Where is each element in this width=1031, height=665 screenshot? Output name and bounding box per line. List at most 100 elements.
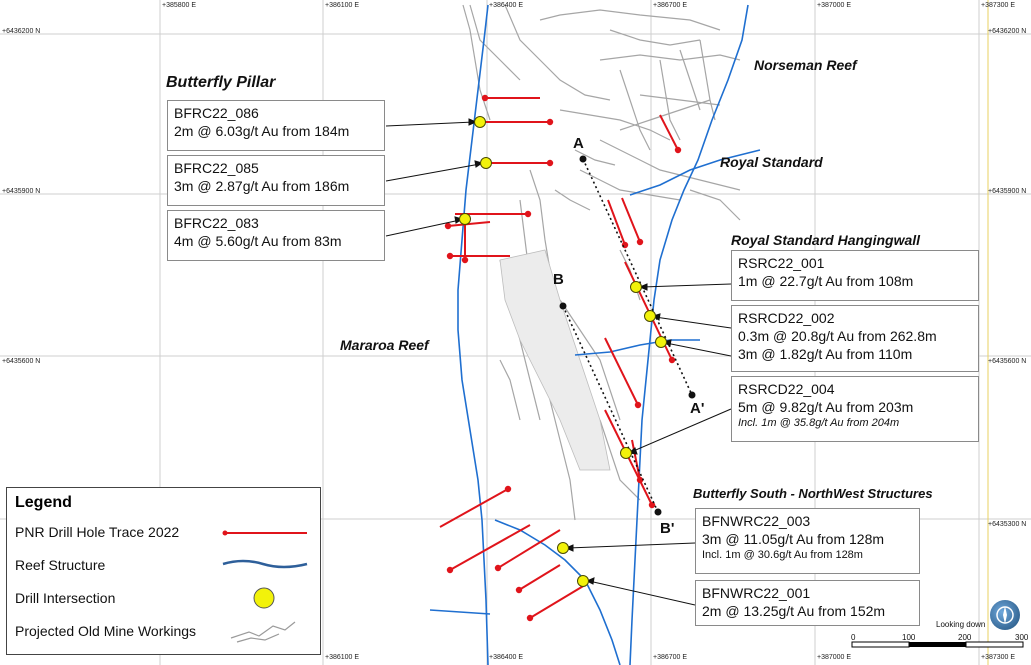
callout-rsrcd22-002: RSRCD22_002 0.3m @ 20.8g/t Au from 262.8… [731,305,979,372]
legend-workings-label: Projected Old Mine Workings [15,623,197,639]
region-label-royal-standard-hw: Royal Standard Hangingwall [731,232,921,248]
drill-trace [607,199,629,249]
drill-trace [446,524,531,574]
callout-bfnwrc22-003: BFNWRC22_003 3m @ 11.05g/t Au from 128m … [695,508,920,574]
northing-tick: +6436200 N [2,28,41,35]
callout-result: 2m @ 13.25g/t Au from 152m [702,603,886,619]
callout-result: 3m @ 2.87g/t Au from 186m [174,178,350,194]
callout-bfrc22-083: BFRC22_083 4m @ 5.60g/t Au from 83m [167,210,385,261]
drill-trace [485,159,554,167]
callout-result: 4m @ 5.60g/t Au from 83m [174,233,342,249]
callout-result: 0.3m @ 20.8g/t Au from 262.8m [738,328,937,344]
drill-trace [515,564,561,594]
legend-drill-trace-swatch [222,530,307,536]
scale-tick: 200 [958,633,972,642]
drill-trace [444,221,491,230]
region-label-butterfly-pillar: Butterfly Pillar [166,74,276,91]
drill-intersections [459,116,667,587]
scale-bar: Looking down 0 100 200 300 [840,605,1030,655]
drill-trace [659,114,682,154]
drill-trace [439,485,512,528]
legend-intersection-swatch [253,587,275,609]
drill-trace [631,439,644,484]
easting-tick: +385800 E [162,2,197,9]
callout-hole-id: BFRC22_085 [174,160,259,176]
legend-drill-trace-label: PNR Drill Hole Trace 2022 [15,524,180,540]
intersection-bfrc22-083 [459,213,471,225]
drill-trace [494,529,561,572]
northing-tick-right: +6436200 N [988,28,1027,35]
northing-tick: +6435600 N [2,358,41,365]
intersection-rsrcd22-002b [655,336,667,348]
easting-tick: +386100 E [325,2,360,9]
legend: Legend PNR Drill Hole Trace 2022 Reef St… [6,487,321,655]
easting-tick: +387000 E [817,2,852,9]
easting-tick-bottom: +386100 E [325,654,360,661]
drill-trace [481,94,540,102]
intersection-rsrcd22-004 [620,447,632,459]
region-label-butterfly-south: Butterfly South - NorthWest Structures [693,486,933,501]
legend-workings-swatch [230,621,296,643]
region-label-norseman-reef: Norseman Reef [754,57,857,73]
easting-tick-bottom: +387300 E [981,654,1016,661]
scale-tick: 100 [902,633,916,642]
northing-tick-right: +6435300 N [988,521,1027,528]
callout-hole-id: RSRC22_001 [738,255,825,271]
callout-hole-id: RSRCD22_002 [738,310,835,326]
drill-trace [480,118,554,126]
legend-intersection-label: Drill Intersection [15,590,116,606]
callout-bfrc22-086: BFRC22_086 2m @ 6.03g/t Au from 184m [167,100,385,151]
callout-rsrc22-001: RSRC22_001 1m @ 22.7g/t Au from 108m [731,250,979,301]
callout-result: 5m @ 9.82g/t Au from 203m [738,399,914,415]
section-endpoints [559,155,696,516]
section-label-a-prime: A' [690,400,705,417]
intersection-bfrc22-086 [474,116,486,128]
easting-tick-bottom: +386400 E [489,654,524,661]
legend-title: Legend [15,494,72,511]
intersection-bfnwrc22-001 [577,575,589,587]
section-label-b: B [553,271,564,288]
northing-tick-right: +6435900 N [988,188,1027,195]
drill-trace [526,584,586,622]
easting-tick-bottom: +387000 E [817,654,852,661]
callout-result: 2m @ 6.03g/t Au from 184m [174,123,350,139]
easting-tick: +387300 E [981,2,1016,9]
legend-reef-swatch [222,559,308,569]
callout-rsrcd22-004: RSRCD22_004 5m @ 9.82g/t Au from 203m In… [731,376,979,442]
callout-including: Incl. 1m @ 35.8g/t Au from 204m [738,417,900,429]
callout-hole-id: BFRC22_086 [174,105,259,121]
region-label-royal-standard: Royal Standard [720,154,823,170]
callout-including: Incl. 1m @ 30.6g/t Au from 128m [702,549,863,561]
northing-tick: +6435900 N [2,188,41,195]
intersection-rsrc22-001 [630,281,642,293]
compass-needle [996,606,1014,624]
scale-bar-caption: Looking down [936,620,986,629]
intersection-rsrcd22-002 [644,310,656,322]
legend-reef-label: Reef Structure [15,557,106,573]
scale-tick: 300 [1015,633,1029,642]
intersection-bfrc22-085 [480,157,492,169]
easting-tick: +386400 E [489,2,524,9]
northing-tick-right: +6435600 N [988,358,1027,365]
drill-trace [604,337,642,409]
callout-hole-id: RSRCD22_004 [738,381,835,397]
callout-hole-id: BFNWRC22_001 [702,585,811,601]
callout-bfnwrc22-001: BFNWRC22_001 2m @ 13.25g/t Au from 152m [695,580,920,626]
callout-hole-id: BFNWRC22_003 [702,513,811,529]
callout-result: 3m @ 11.05g/t Au from 128m [702,531,885,547]
easting-tick-bottom: +386700 E [653,654,688,661]
section-label-a: A [573,135,584,152]
drill-trace [621,197,644,246]
callout-bfrc22-085: BFRC22_085 3m @ 2.87g/t Au from 186m [167,155,385,206]
drill-trace [446,252,510,260]
section-label-b-prime: B' [660,520,675,537]
callout-hole-id: BFRC22_083 [174,215,259,231]
scale-bar-graphic [851,641,1024,648]
scale-tick: 0 [851,633,856,642]
intersection-bfnwrc22-003 [557,542,569,554]
callout-result: 1m @ 22.7g/t Au from 108m [738,273,914,289]
compass-icon [990,600,1020,630]
callout-result: 3m @ 1.82g/t Au from 110m [738,346,913,362]
